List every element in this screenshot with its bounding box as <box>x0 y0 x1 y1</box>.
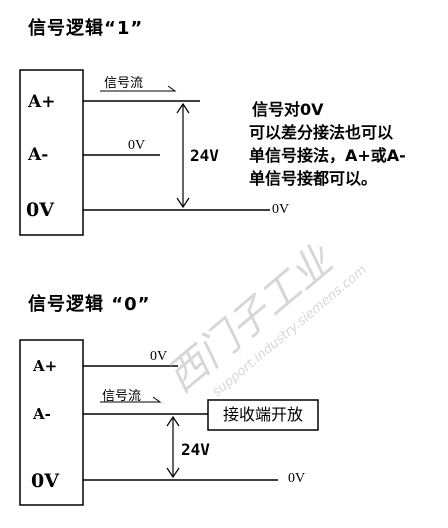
watermark: 西门子工业 support.industry.siemens.com <box>158 236 369 402</box>
logic1-flow-arrow <box>100 85 177 92</box>
logic0-a-plus-wire-label: 0V <box>150 349 168 364</box>
logic0-module-box <box>19 339 84 506</box>
logic1-ground-wire-label: 0V <box>272 202 290 217</box>
logic1-a-minus-wire-label: 0V <box>128 138 146 153</box>
logic0-pin-0v: 0V <box>31 470 59 492</box>
logic1-pin-a-minus: A- <box>28 145 49 165</box>
logic0-flow-arrow <box>100 396 162 403</box>
logic1-flow-label: 信号流 <box>104 76 144 91</box>
logic0-title: 信号逻辑 “0” <box>28 294 151 315</box>
logic1-note-line: 可以差分接法也可以 <box>249 123 394 142</box>
logic1-note-line: 单信号接都可以。 <box>249 169 378 188</box>
logic1-note-line: 信号对0V <box>252 100 324 119</box>
logic0-receiver-label: 接收端开放 <box>222 405 303 424</box>
logic0-flow-label: 信号流 <box>102 389 142 404</box>
logic0-pin-a-minus: A- <box>33 405 51 423</box>
logic1-note: 信号对0V 可以差分接法也可以 单信号接法，A+或A- 单信号接都可以。 <box>249 98 406 190</box>
logic1-module-box <box>19 69 84 236</box>
logic0-pin-a-plus: A+ <box>33 357 58 375</box>
logic0-voltage: 24V <box>181 440 210 459</box>
logic0-receiver-box <box>207 399 319 431</box>
logic1-note-line: 单信号接法，A+或A- <box>249 146 406 165</box>
logic1-pin-0v: 0V <box>26 199 54 221</box>
logic1-voltage: 24V <box>190 146 219 165</box>
logic1-title: 信号逻辑“1” <box>28 18 144 39</box>
logic1-pin-a-plus: A+ <box>28 92 56 112</box>
logic0-ground-wire-label: 0V <box>288 471 306 486</box>
